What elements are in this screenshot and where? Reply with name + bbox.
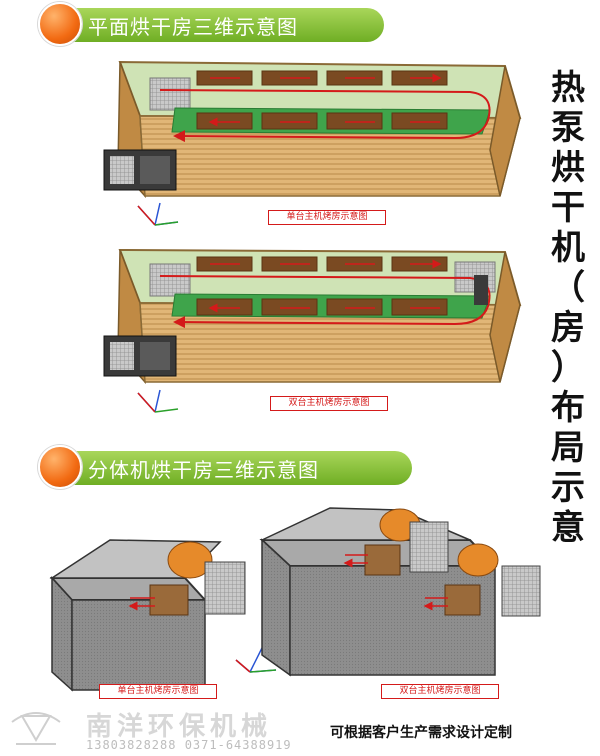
side-title-char: 泵 — [551, 108, 585, 148]
side-title-char: ） — [551, 348, 585, 388]
plane-room-single — [103, 60, 522, 226]
side-title-char: 机 — [551, 228, 585, 268]
side-title-char: 干 — [551, 188, 585, 228]
split-room-single — [49, 539, 277, 692]
split-section-banner: 分体机烘干房三维示意图 — [38, 445, 412, 489]
company-brand: 南洋环保机械 — [86, 712, 273, 742]
plane-section-title: 平面烘干房三维示意图 — [88, 14, 298, 39]
split-section-title: 分体机烘干房三维示意图 — [88, 457, 319, 482]
customization-slogan: 可根据客户生产需求设计定制 — [330, 725, 512, 741]
split-single-caption: 单台主机烤房示意图 — [99, 684, 217, 699]
side-title-char: 示 — [551, 468, 585, 508]
plane-single-caption: 单台主机烤房示意图 — [268, 210, 386, 225]
side-title-char: （ — [551, 268, 585, 308]
side-title-char: 局 — [551, 428, 585, 468]
side-title-char: 布 — [551, 388, 585, 428]
side-title-char: 烘 — [551, 148, 585, 188]
side-title: 热 泵 烘 干 机 （ 房 ） 布 局 示 意 — [548, 68, 588, 548]
split-room-double — [259, 507, 541, 677]
company-phones: 13803828288 0371-64388919 — [86, 738, 292, 752]
plane-section-banner: 平面烘干房三维示意图 — [38, 2, 384, 46]
company-logo-icon — [11, 712, 61, 745]
side-title-char: 房 — [551, 308, 585, 348]
orange-orb-icon — [38, 2, 82, 46]
plane-double-caption: 双台主机烤房示意图 — [270, 396, 388, 411]
side-title-char: 热 — [551, 68, 585, 108]
side-title-char: 意 — [551, 508, 585, 548]
split-double-caption: 双台主机烤房示意图 — [381, 684, 499, 699]
plane-room-double — [103, 248, 522, 413]
orange-orb-icon — [38, 445, 82, 489]
